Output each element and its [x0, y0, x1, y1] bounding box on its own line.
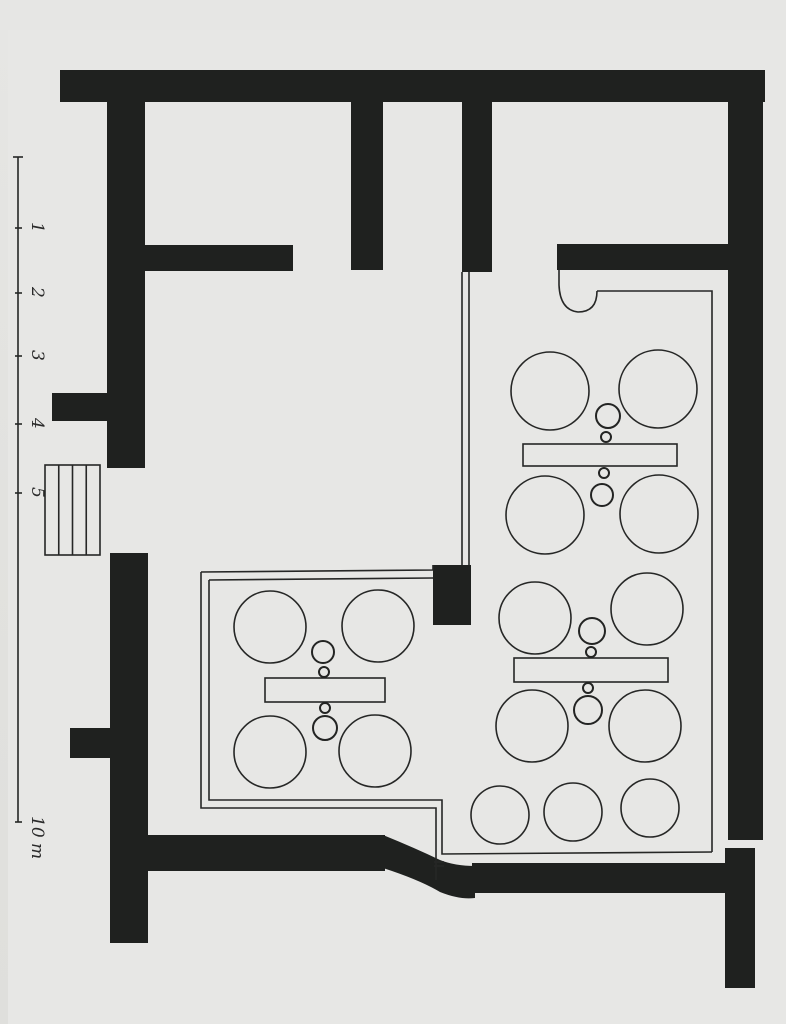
right-wall [728, 70, 763, 840]
circular-element [338, 714, 412, 788]
triclinium-right-upper [505, 349, 699, 555]
small-circle [600, 431, 612, 443]
circular-element [341, 589, 415, 663]
bottom-wall-left [110, 835, 385, 871]
circular-element [543, 782, 603, 842]
small-circle [311, 640, 335, 664]
circular-element [620, 778, 680, 838]
left-wall-lower [110, 553, 148, 943]
circular-element [498, 581, 572, 655]
interior-wall-vertical-right [462, 70, 492, 272]
small-circle [585, 646, 597, 658]
small-circle [598, 467, 610, 479]
walls [52, 70, 765, 988]
right-room-bench-outline [558, 270, 713, 852]
small-circle [312, 715, 338, 741]
triclinium-right-lower [495, 572, 684, 763]
small-circle [319, 702, 331, 714]
small-circle [318, 666, 330, 678]
entrance-stairs [44, 464, 101, 556]
row-of-three [470, 778, 680, 845]
partition-line [461, 272, 470, 565]
circular-element [233, 715, 307, 789]
interior-wall-horizontal-right [557, 244, 732, 270]
left-stub-upper [52, 393, 110, 421]
circular-element [470, 785, 530, 845]
triclinium-left [233, 589, 415, 789]
circular-element [618, 349, 698, 429]
scale-label: 2 [27, 286, 47, 298]
small-circle [573, 695, 603, 725]
table-rectangle [264, 677, 386, 703]
small-circle [590, 483, 614, 507]
circular-element [495, 689, 569, 763]
scale-label: 1 [27, 222, 47, 233]
curved-threshold-wall [383, 835, 475, 899]
small-circle [578, 617, 606, 645]
scale-label: 5 [27, 487, 47, 498]
small-circle [595, 403, 621, 429]
circular-element [505, 475, 585, 555]
interior-wall-vertical-middle [351, 70, 383, 270]
circular-element [608, 689, 682, 763]
table-rectangle [522, 443, 678, 467]
small-circle [582, 682, 594, 694]
scale-bar: 1 2 3 4 5 10 m [13, 156, 47, 859]
scale-label: 3 [27, 350, 47, 361]
triclinia [233, 349, 699, 845]
bottom-wall-right [472, 863, 755, 893]
circular-element [610, 572, 684, 646]
scale-label: 4 [27, 417, 47, 429]
pier-center [433, 565, 471, 625]
table-rectangle [513, 657, 669, 683]
circular-element [233, 590, 307, 664]
circular-element [510, 351, 590, 431]
left-room-bench-outline [200, 565, 713, 880]
top-wall [60, 70, 765, 102]
interior-wall-horizontal-left [107, 245, 293, 271]
circular-element [619, 474, 699, 554]
left-stub-lower [70, 728, 112, 758]
scale-label: 10 m [27, 816, 47, 859]
